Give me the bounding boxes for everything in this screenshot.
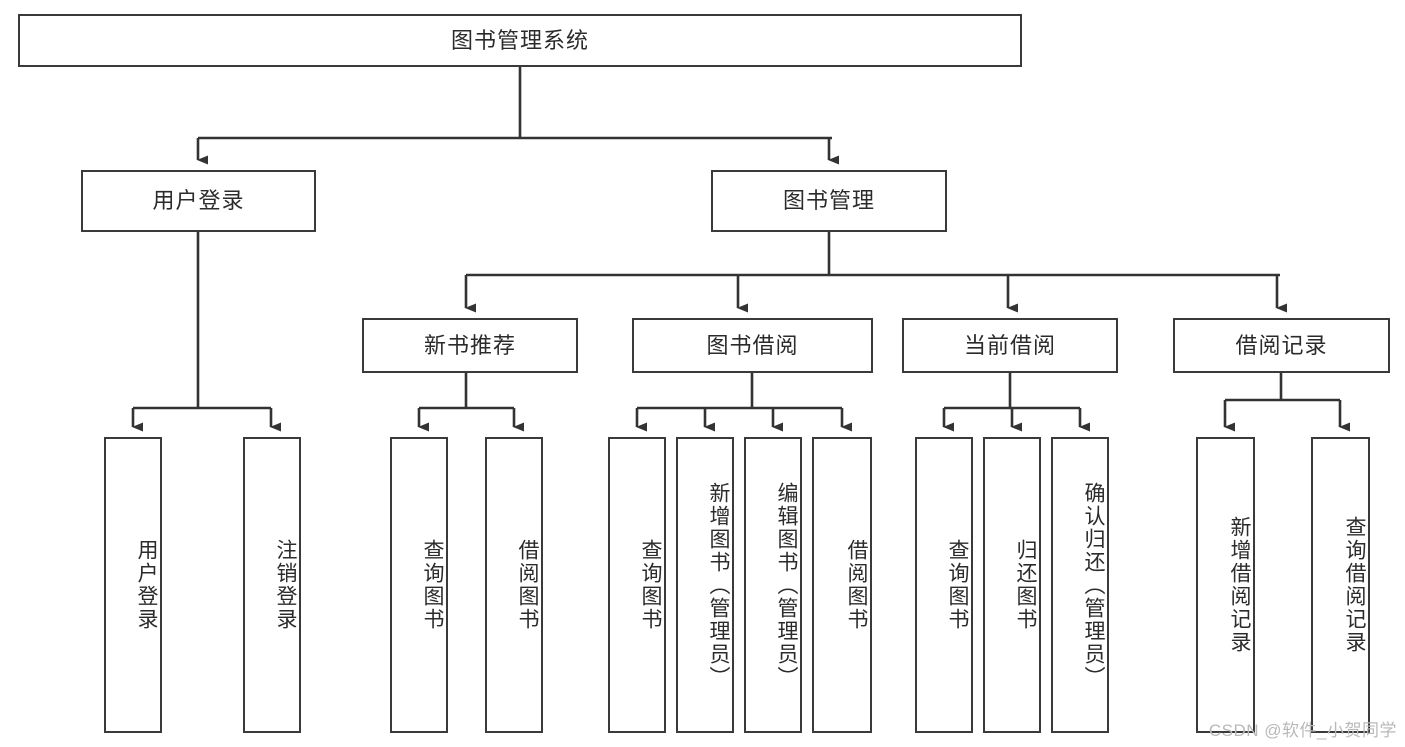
leaf-current-query-book[interactable]: 查询图书	[915, 437, 973, 733]
node-label: 图书管理	[782, 188, 875, 214]
leaf-record-query-borrow-record[interactable]: 查询借阅记录	[1311, 437, 1370, 733]
node-label: 图书管理系统	[450, 27, 589, 53]
node-label: 借阅图书	[845, 539, 868, 631]
node-label: 查询图书	[421, 539, 444, 631]
node-label: 图书借阅	[706, 332, 799, 358]
node-label: 注销登录	[274, 539, 297, 631]
leaf-record-add-borrow-record[interactable]: 新增借阅记录	[1196, 437, 1255, 733]
leaf-borrow-query-book[interactable]: 查询图书	[608, 437, 666, 733]
node-user-login[interactable]: 用户登录	[81, 170, 316, 232]
node-label: 新书推荐	[423, 332, 516, 358]
leaf-user-logout[interactable]: 注销登录	[243, 437, 301, 733]
leaf-recommend-borrow-book[interactable]: 借阅图书	[485, 437, 543, 733]
node-label: 当前借阅	[963, 332, 1056, 358]
node-label: 借阅记录	[1235, 332, 1328, 358]
node-label: 新增借阅记录	[1228, 516, 1251, 654]
csdn-watermark: CSDN @软件_小贺同学	[1208, 721, 1397, 740]
leaf-user-login[interactable]: 用户登录	[104, 437, 162, 733]
node-label: 查询借阅记录	[1343, 516, 1366, 654]
node-label: 借阅图书	[516, 539, 539, 631]
node-label: 新增图书（管理员）	[707, 481, 730, 689]
node-label: 确认归还（管理员）	[1082, 481, 1105, 689]
leaf-borrow-borrow-book[interactable]: 借阅图书	[812, 437, 872, 733]
leaf-current-return-book[interactable]: 归还图书	[983, 437, 1041, 733]
leaf-borrow-edit-book-admin[interactable]: 编辑图书（管理员）	[744, 437, 802, 733]
node-label: 归还图书	[1014, 539, 1037, 631]
node-current-borrow[interactable]: 当前借阅	[902, 318, 1118, 373]
node-label: 用户登录	[152, 188, 245, 214]
node-label: 用户登录	[135, 539, 158, 631]
node-label: 查询图书	[639, 539, 662, 631]
node-book-management[interactable]: 图书管理	[711, 170, 947, 232]
node-label: 编辑图书（管理员）	[775, 481, 798, 689]
leaf-borrow-add-book-admin[interactable]: 新增图书（管理员）	[676, 437, 734, 733]
node-label: 查询图书	[946, 539, 969, 631]
node-book-borrow[interactable]: 图书借阅	[632, 318, 873, 373]
node-borrow-record[interactable]: 借阅记录	[1173, 318, 1390, 373]
node-root-system[interactable]: 图书管理系统	[18, 14, 1022, 67]
leaf-current-confirm-return-admin[interactable]: 确认归还（管理员）	[1051, 437, 1109, 733]
leaf-recommend-query-book[interactable]: 查询图书	[390, 437, 448, 733]
node-new-book-recommend[interactable]: 新书推荐	[362, 318, 578, 373]
